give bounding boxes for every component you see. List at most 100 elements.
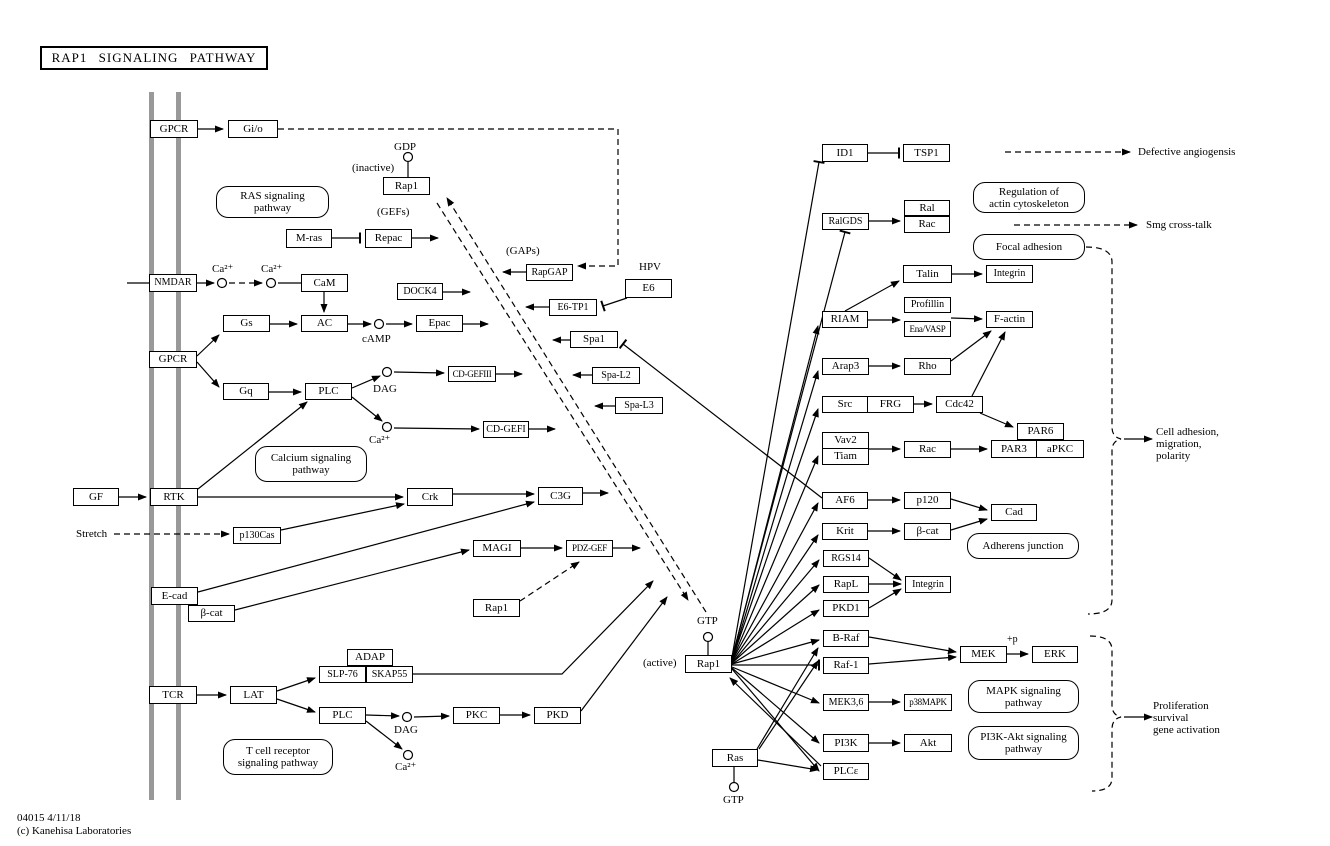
gene-box-apkc[interactable]: aPKC: [1036, 440, 1084, 458]
gene-box-e-cad[interactable]: E-cad: [151, 587, 198, 605]
gene-box-akt[interactable]: Akt: [904, 734, 952, 752]
gene-box-gs[interactable]: Gs: [223, 315, 270, 332]
pathway-title: RAP1 SIGNALING PATHWAY: [51, 50, 257, 65]
gene-box-skap55[interactable]: SKAP55: [366, 666, 413, 683]
gene-box-pkd1[interactable]: PKD1: [823, 600, 869, 617]
gene-box-rgs14[interactable]: RGS14: [823, 550, 869, 567]
gene-box-adap[interactable]: ADAP: [347, 649, 393, 666]
gene-box-ena-vasp[interactable]: Ena/VASP: [904, 321, 951, 337]
gene-box-m-ras[interactable]: M-ras: [286, 229, 332, 248]
gene-box-vav2[interactable]: Vav2: [822, 432, 869, 449]
gene-box-f-actin[interactable]: F-actin: [986, 311, 1033, 328]
gene-box-spa-l3[interactable]: Spa-L3: [615, 397, 663, 414]
gene-box-cad[interactable]: Cad: [991, 504, 1037, 521]
gene-box-integrin-top[interactable]: Integrin: [986, 265, 1033, 283]
gene-box-cdc42[interactable]: Cdc42: [936, 396, 983, 413]
gene-box-pdz-gef[interactable]: PDZ-GEF: [566, 540, 613, 557]
gene-box-rapl[interactable]: RapL: [823, 576, 869, 593]
gene-box-tcr[interactable]: TCR: [149, 686, 197, 704]
pathway-title-box: RAP1 SIGNALING PATHWAY: [40, 46, 268, 70]
gene-box-repac[interactable]: Repac: [365, 229, 412, 248]
gene-box-ac[interactable]: AC: [301, 315, 348, 332]
gene-box-p130cas[interactable]: p130Cas: [233, 527, 281, 544]
gene-box-cd-gefiii[interactable]: CD-GEFIII: [448, 366, 496, 382]
pathway-box-adherens-junction[interactable]: Adherens junction: [967, 533, 1079, 559]
gene-box-arap3[interactable]: Arap3: [822, 358, 869, 375]
edge-64: [731, 534, 819, 663]
gene-box-plce[interactable]: PLCε: [823, 763, 869, 780]
gene-box-ras[interactable]: Ras: [712, 749, 758, 767]
gene-box-par3[interactable]: PAR3: [991, 440, 1037, 458]
gene-box-lat[interactable]: LAT: [230, 686, 277, 704]
gene-box-e6-tp1[interactable]: E6-TP1: [549, 299, 597, 316]
pathway-box-line: RAS signaling: [240, 190, 305, 202]
footer-copyright: (c) Kanehisa Laboratories: [17, 825, 132, 837]
gene-box-plc-gpcr[interactable]: PLC: [305, 383, 352, 400]
gene-box-rtk[interactable]: RTK: [150, 488, 198, 506]
gene-box-gq[interactable]: Gq: [223, 383, 269, 400]
gene-box-pi3k[interactable]: PI3K: [823, 734, 869, 752]
gene-box-rho[interactable]: Rho: [904, 358, 951, 375]
gene-box-pkc[interactable]: PKC: [453, 707, 500, 724]
gene-box-id1[interactable]: ID1: [822, 144, 868, 162]
gene-box-spa-l2[interactable]: Spa-L2: [592, 367, 640, 384]
gene-box-profillin[interactable]: Profillin: [904, 297, 951, 313]
gene-box-p120[interactable]: p120: [904, 492, 951, 509]
gene-box-rap1-inactive[interactable]: Rap1: [383, 177, 430, 195]
gene-box-b-raf[interactable]: B-Raf: [823, 630, 869, 647]
gene-box-p38mapk[interactable]: p38MAPK: [904, 694, 952, 711]
gene-box-e6[interactable]: E6: [625, 279, 672, 298]
gene-box-dock4[interactable]: DOCK4: [397, 283, 443, 300]
gene-box-krit[interactable]: Krit: [822, 523, 868, 540]
gene-box-magi[interactable]: MAGI: [473, 540, 521, 557]
gene-box-c3g[interactable]: C3G: [538, 487, 583, 505]
gdp-label: GDP: [394, 141, 416, 153]
gene-box-tiam[interactable]: Tiam: [822, 448, 869, 465]
gene-box-nmdar[interactable]: NMDAR: [149, 274, 197, 292]
gene-box-crk[interactable]: Crk: [407, 488, 453, 506]
gene-box-src[interactable]: Src: [822, 396, 868, 413]
gene-box-mek[interactable]: MEK: [960, 646, 1007, 663]
gene-box-riam[interactable]: RIAM: [822, 311, 868, 328]
gene-box-integrin-mid[interactable]: Integrin: [905, 576, 951, 593]
gene-box-gpcr-mid[interactable]: GPCR: [149, 351, 197, 368]
gene-box-erk[interactable]: ERK: [1032, 646, 1078, 663]
gene-box-spa1[interactable]: Spa1: [570, 331, 618, 348]
gene-box-ralgds[interactable]: RalGDS: [822, 213, 869, 230]
gene-box-af6[interactable]: AF6: [822, 492, 868, 509]
gene-box-rap1-active[interactable]: Rap1: [685, 655, 732, 673]
gene-box-b-cat-left[interactable]: β-cat: [188, 605, 235, 622]
edge-95: [950, 517, 988, 531]
gene-box-gpcr-top[interactable]: GPCR: [150, 120, 198, 138]
gene-box-par6[interactable]: PAR6: [1017, 423, 1064, 440]
gene-box-gi-o[interactable]: Gi/o: [228, 120, 278, 138]
gene-box-cd-gefi[interactable]: CD-GEFI: [483, 421, 529, 438]
gene-box-raf-1[interactable]: Raf-1: [823, 657, 869, 674]
gene-box-gf[interactable]: GF: [73, 488, 119, 506]
cell-adhesion-label-line: Cell adhesion,: [1156, 426, 1219, 438]
edge-71: [731, 667, 820, 744]
edge-67: [731, 609, 820, 665]
pathway-box-focal-adhesion[interactable]: Focal adhesion: [973, 234, 1085, 260]
gene-box-mek36[interactable]: MEK3,6: [823, 694, 869, 711]
gene-box-talin[interactable]: Talin: [903, 265, 952, 283]
gene-box-cam[interactable]: CaM: [301, 274, 348, 292]
gene-box-plc-tcr[interactable]: PLC: [319, 707, 366, 724]
gene-box-tsp1[interactable]: TSP1: [903, 144, 950, 162]
gene-box-rap1-small[interactable]: Rap1: [473, 599, 520, 617]
gene-box-pkd[interactable]: PKD: [534, 707, 581, 724]
gene-box-ral[interactable]: Ral: [904, 200, 950, 216]
gene-box-epac[interactable]: Epac: [416, 315, 463, 332]
gene-box-rac-mid[interactable]: Rac: [904, 441, 951, 458]
gene-box-slp-76[interactable]: SLP-76: [319, 666, 366, 683]
gene-box-rac-top[interactable]: Rac: [904, 216, 950, 233]
gene-box-b-cat-right[interactable]: β-cat: [904, 523, 951, 540]
gene-box-frg[interactable]: FRG: [867, 396, 914, 413]
gene-box-rapgap[interactable]: RapGAP: [526, 264, 573, 281]
